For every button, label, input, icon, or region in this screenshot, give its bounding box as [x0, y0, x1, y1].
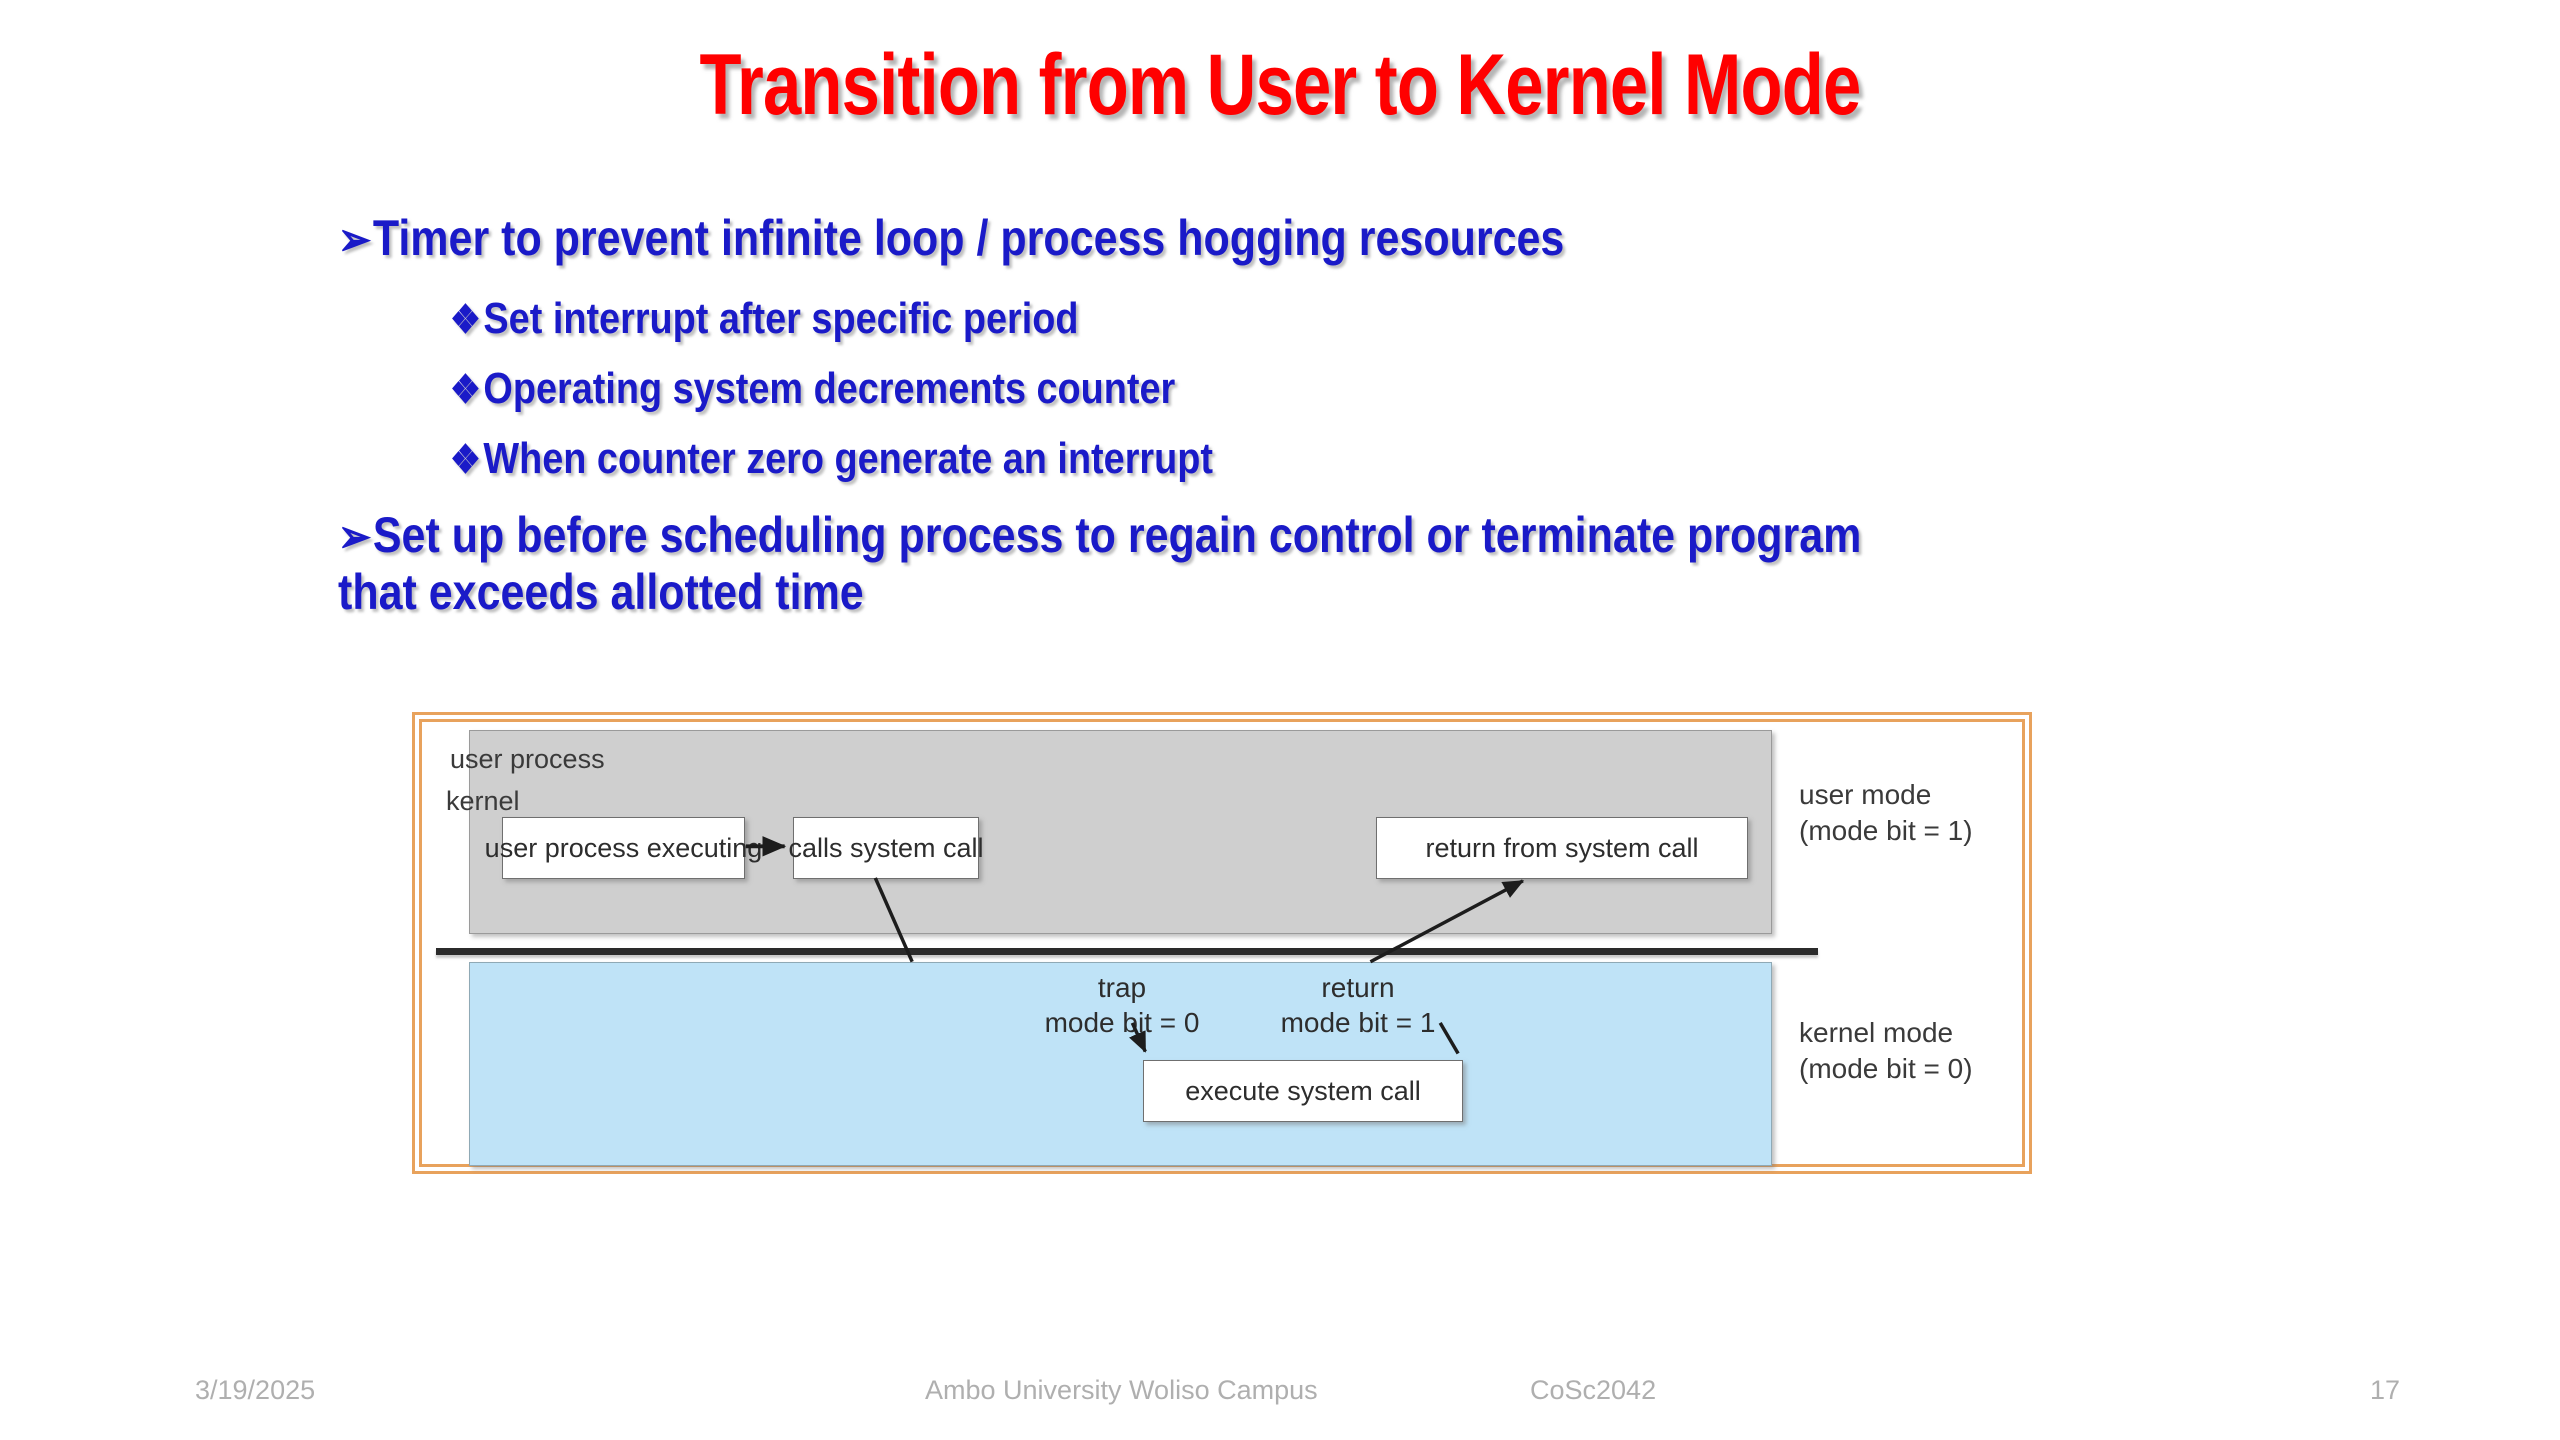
- bullet-level2-item: ❖When counter zero generate an interrupt: [450, 437, 1902, 481]
- bullet-text: When counter zero generate an interrupt: [483, 434, 1213, 483]
- footer-date: 3/19/2025: [195, 1375, 316, 1405]
- mode-transition-diagram: user process kernel user process executi…: [412, 712, 2032, 1174]
- bullet-text: Set interrupt after specific period: [483, 294, 1079, 343]
- sub-bullet-list: ❖Set interrupt after specific period ❖Op…: [338, 297, 2138, 481]
- label-user-mode-line2: (mode bit = 1): [1799, 814, 1973, 846]
- annotation-return-line1: return: [1321, 972, 1395, 1003]
- label-kernel-mode-line1: kernel mode: [1799, 1017, 1954, 1048]
- diamond-bullet-icon: ❖: [450, 438, 481, 482]
- bullet-level2-item: ❖Set interrupt after specific period: [450, 297, 1902, 341]
- user-process-caption: user process: [450, 744, 605, 774]
- box-return-from-system-call: return from system call: [1376, 817, 1748, 879]
- annotation-trap-line1: trap: [1097, 972, 1147, 1003]
- diamond-bullet-icon: ❖: [450, 298, 481, 342]
- annotation-return: return mode bit = 1: [1258, 970, 1458, 1040]
- page-title: Transition from User to Kernel Mode: [699, 37, 1862, 133]
- label-kernel-mode: kernel mode (mode bit = 0): [1799, 1015, 1973, 1087]
- annotation-trap-line2: mode bit = 0: [1044, 1007, 1200, 1038]
- bullet-text: Set up before scheduling process to rega…: [338, 507, 1862, 620]
- box-execute-system-call: execute system call: [1143, 1060, 1463, 1122]
- bullet-text: Timer to prevent infinite loop / process…: [372, 210, 1565, 266]
- bullet-level2-item: ❖Operating system decrements counter: [450, 367, 1902, 411]
- footer-page-number: 17: [2370, 1375, 2401, 1405]
- label-user-mode: user mode (mode bit = 1): [1799, 777, 1973, 849]
- box-calls-system-call: calls system call: [788, 817, 984, 879]
- kernel-caption: kernel: [446, 786, 520, 816]
- arrow-bullet-icon: ➢: [338, 213, 372, 265]
- bullet-level1-item: ➢Timer to prevent infinite loop / proces…: [338, 210, 1886, 267]
- diagram-inner-frame: user process kernel user process executi…: [419, 719, 2025, 1167]
- label-kernel-mode-line2: (mode bit = 0): [1799, 1052, 1973, 1084]
- footer-course-code: CoSc2042: [1530, 1375, 1657, 1405]
- footer-organization: Ambo University Woliso Campus: [925, 1375, 1318, 1405]
- annotation-return-line2: mode bit = 1: [1280, 1007, 1436, 1038]
- annotation-trap: trap mode bit = 0: [1022, 970, 1222, 1040]
- mode-divider-line: [436, 948, 1818, 955]
- box-user-process-executing: user process executing: [485, 817, 762, 879]
- arrow-bullet-icon: ➢: [338, 510, 372, 562]
- diamond-bullet-icon: ❖: [450, 368, 481, 412]
- bullet-level1-item: ➢Set up before scheduling process to reg…: [338, 507, 1886, 621]
- kernel-mode-band: [469, 962, 1772, 1166]
- label-user-mode-line1: user mode: [1799, 779, 1932, 810]
- bullet-text: Operating system decrements counter: [483, 364, 1176, 413]
- bullet-list: ➢Timer to prevent infinite loop / proces…: [338, 210, 2138, 627]
